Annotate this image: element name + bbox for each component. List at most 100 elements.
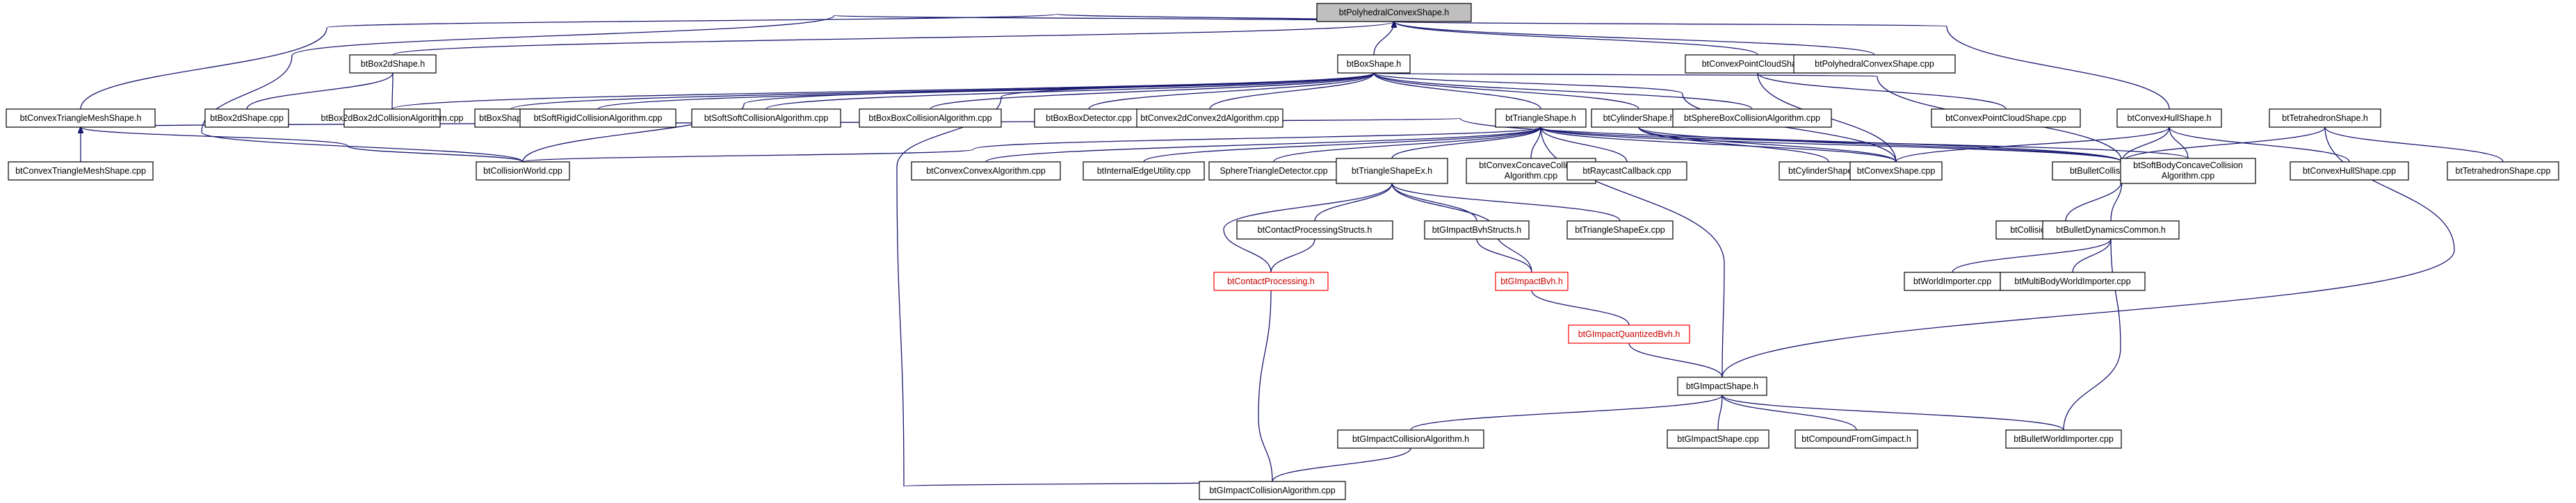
node-bttriangleshape-h[interactable]: btTriangleShape.h xyxy=(1495,108,1587,128)
node-label: btConvexTriangleMeshShape.h xyxy=(20,113,142,123)
edge-n2-to-n10 xyxy=(765,73,1374,110)
node-label: btTetrahedronShape.cpp xyxy=(2456,166,2551,176)
node-btsoftsoftcollisionalgorithm-cpp[interactable]: btSoftSoftCollisionAlgorithm.cpp xyxy=(691,108,841,128)
node-btbulletworldimporter-cpp[interactable]: btBulletWorldImporter.cpp xyxy=(2005,429,2122,449)
node-btgimpactbvhstructs-h[interactable]: btGImpactBvhStructs.h xyxy=(1424,220,1530,240)
edge-n35-to-n40 xyxy=(1477,239,1532,273)
edge-n14-to-n22 xyxy=(985,127,1541,163)
node-btcompoundfromgimpact-h[interactable]: btCompoundFromGimpact.h xyxy=(1795,429,1918,449)
node-btconvexconvexalgorithm-cpp[interactable]: btConvexConvexAlgorithm.cpp xyxy=(911,161,1061,181)
node-bttetrahedronshape-cpp[interactable]: btTetrahedronShape.cpp xyxy=(2447,161,2559,181)
node-label: btInternalEdgeUtility.cpp xyxy=(1097,166,1191,176)
node-btconvexshape-cpp[interactable]: btConvexShape.cpp xyxy=(1849,161,1943,181)
node-box xyxy=(2042,220,2180,240)
node-label: btPolyhedralConvexShape.h xyxy=(1339,8,1449,17)
edge-n0-to-n3 xyxy=(1394,22,1758,56)
node-btpolyhedralconvexshape-cpp[interactable]: btPolyhedralConvexShape.cpp xyxy=(1793,54,1956,74)
edge-n25-to-n39 xyxy=(1223,183,1392,273)
node-btworldimporter-cpp[interactable]: btWorldImporter.cpp xyxy=(1904,272,2001,291)
node-btraycastcallback-cpp[interactable]: btRaycastCallback.cpp xyxy=(1566,161,1687,181)
node-btconvextrianglemeshshape-cpp[interactable]: btConvexTriangleMeshShape.cpp xyxy=(8,161,154,181)
node-bttriangleshapeex-cpp[interactable]: btTriangleShapeEx.cpp xyxy=(1566,220,1674,240)
node-btcollisionworld-cpp[interactable]: btCollisionWorld.cpp xyxy=(476,161,570,181)
edge-n18-to-n32 xyxy=(2169,127,2350,163)
node-label: Algorithm.cpp xyxy=(1505,171,1557,181)
node-btcylindershape-h[interactable]: btCylinderShape.h xyxy=(1591,108,1687,128)
node-btconvex2dconvex2dalgorithm-cpp[interactable]: btConvex2dConvex2dAlgorithm.cpp xyxy=(1136,108,1283,128)
node-btboxshape-h[interactable]: btBoxShape.h xyxy=(1337,54,1411,74)
node-label: btContactProcessing.h xyxy=(1227,277,1315,286)
node-btgimpactcollisionalgorithm-cpp[interactable]: btGImpactCollisionAlgorithm.cpp xyxy=(1199,481,1346,500)
node-label: btWorldImporter.cpp xyxy=(1913,277,1991,286)
node-label: btGImpactCollisionAlgorithm.h xyxy=(1352,434,1469,444)
node-label: btConvexConcaveCollision xyxy=(1479,160,1582,170)
edge-n15-to-n28 xyxy=(1639,127,1829,163)
node-box xyxy=(2447,161,2559,181)
node-btgimpactbvh-h[interactable]: btGImpactBvh.h xyxy=(1495,272,1569,291)
node-btconvexhullshape-cpp[interactable]: btConvexHullShape.cpp xyxy=(2290,161,2409,181)
node-label: btTriangleShapeEx.h xyxy=(1352,166,1432,176)
edge-n30-to-n37 xyxy=(2065,180,2122,222)
node-box xyxy=(1236,220,1393,240)
node-box xyxy=(476,161,570,181)
node-btgimpactquantizedbvh-h[interactable]: btGImpactQuantizedBvh.h xyxy=(1568,324,1690,344)
node-btmultibodyworldimporter-cpp[interactable]: btMultiBodyWorldImporter.cpp xyxy=(2000,272,2146,291)
node-box xyxy=(1336,158,1448,184)
edge-n0-to-n5 xyxy=(80,13,1394,110)
node-btbox2dbox2dcollisionalgorithm-cpp[interactable]: btBox2dBox2dCollisionAlgorithm.cpp xyxy=(321,108,464,128)
node-btboxboxdetector-cpp[interactable]: btBoxBoxDetector.cpp xyxy=(1034,108,1144,128)
node-box xyxy=(1213,272,1329,291)
node-label: btGImpactBvh.h xyxy=(1500,277,1563,286)
edge-n38-to-n42 xyxy=(2072,239,2111,273)
node-box xyxy=(859,108,1002,128)
node-box xyxy=(1793,54,1956,74)
edge-n15-to-n29 xyxy=(1639,127,1897,163)
node-label: btBox2dShape.h xyxy=(361,59,425,69)
edge-n14-to-n30 xyxy=(1541,127,2123,163)
node-btconvexpointcloudshape-cpp[interactable]: btConvexPointCloudShape.cpp xyxy=(1931,108,2081,128)
node-btcontactprocessing-h[interactable]: btContactProcessing.h xyxy=(1213,272,1329,291)
edge-n0-to-n1 xyxy=(392,22,1394,56)
node-label: btGImpactQuantizedBvh.h xyxy=(1578,329,1680,339)
node-btgimpactshape-cpp[interactable]: btGImpactShape.cpp xyxy=(1667,429,1769,449)
node-box xyxy=(1337,429,1484,449)
node-bttetrahedronshape-h[interactable]: btTetrahedronShape.h xyxy=(2269,108,2381,128)
node-box xyxy=(911,161,1061,181)
node-btbulletdynamicscommon-h[interactable]: btBulletDynamicsCommon.h xyxy=(2042,220,2180,240)
node-btgimpactshape-h[interactable]: btGImpactShape.h xyxy=(1677,377,1767,396)
node-btconvexhullshape-h[interactable]: btConvexHullShape.h xyxy=(2116,108,2222,128)
node-label: SphereTriangleDetector.cpp xyxy=(1220,166,1327,176)
edge-n34-to-n39 xyxy=(1270,239,1315,273)
node-label: btGImpactShape.h xyxy=(1686,381,1758,391)
node-btcontactprocessingstructs-h[interactable]: btContactProcessingStructs.h xyxy=(1236,220,1393,240)
node-box xyxy=(2000,272,2146,291)
edge-n1-to-n6 xyxy=(246,73,393,110)
node-btboxboxcollisionalgorithm-cpp[interactable]: btBoxBoxCollisionAlgorithm.cpp xyxy=(859,108,1002,128)
edge-n25-to-n34 xyxy=(1314,183,1392,222)
node-btgimpactcollisionalgorithm-h[interactable]: btGImpactCollisionAlgorithm.h xyxy=(1337,429,1484,449)
node-box xyxy=(2116,108,2222,128)
edge-n14-to-n24 xyxy=(1273,127,1541,163)
node-box xyxy=(1034,108,1144,128)
node-spheretriangledetector-cpp[interactable]: SphereTriangleDetector.cpp xyxy=(1208,161,1339,181)
node-btpolyhedralconvexshape-h[interactable]: btPolyhedralConvexShape.h xyxy=(1316,3,1472,22)
edge-n3-to-n17 xyxy=(1758,73,2007,110)
node-label: btConvexConvexAlgorithm.cpp xyxy=(926,166,1046,176)
node-label: btBoxBoxDetector.cpp xyxy=(1046,113,1132,123)
node-btbox2dshape-cpp[interactable]: btBox2dShape.cpp xyxy=(204,108,289,128)
node-btbox2dshape-h[interactable]: btBox2dShape.h xyxy=(349,54,437,74)
node-label: btConvexTriangleMeshShape.cpp xyxy=(15,166,146,176)
node-box xyxy=(1495,272,1569,291)
node-label: btCollisionWorld.cpp xyxy=(483,166,562,176)
node-btinternaledgeutility-cpp[interactable]: btInternalEdgeUtility.cpp xyxy=(1083,161,1205,181)
node-label: btGImpactShape.cpp xyxy=(1677,434,1758,444)
node-bttriangleshapeex-h[interactable]: btTriangleShapeEx.h xyxy=(1336,158,1448,184)
node-label: btSoftBodyConcaveCollision xyxy=(2133,160,2243,170)
edge-n2-to-n16 xyxy=(1374,73,1753,110)
node-btsoftrigidcollisionalgorithm-cpp[interactable]: btSoftRigidCollisionAlgorithm.cpp xyxy=(519,108,677,128)
node-btconvextrianglemeshshape-h[interactable]: btConvexTriangleMeshShape.h xyxy=(6,108,156,128)
node-label: btBoxBoxCollisionAlgorithm.cpp xyxy=(868,113,991,123)
node-btsphereboxcollisionalgorithm-cpp[interactable]: btSphereBoxCollisionAlgorithm.cpp xyxy=(1672,108,1832,128)
